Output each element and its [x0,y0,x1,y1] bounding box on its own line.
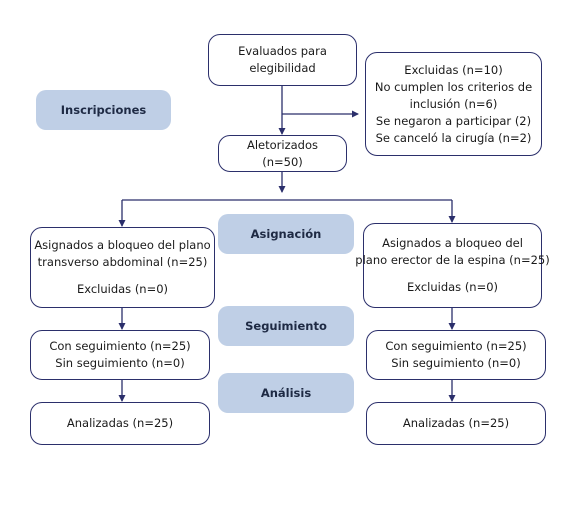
excluidas-inicio-line-2: No cumplen los criterios de [374,79,533,94]
box-evaluados: Evaluados para elegibilidad [208,34,357,86]
asignados-der-line-2: plano erector de la espina (n=25) [355,253,550,267]
stage-label-analisis: Análisis [218,373,354,413]
box-asignados-izquierda: Asignados a bloqueo del plano transverso… [30,227,215,308]
asignados-izq-line-2: transverso abdominal (n=25) [37,255,208,269]
evaluados-line-1: Evaluados para [238,44,327,58]
stage-label-asignacion: Asignación [218,214,354,254]
analizadas-izq-line-1: Analizadas (n=25) [66,416,174,430]
excluidas-inicio-line-5: Se canceló la cirugía (n=2) [375,130,532,145]
stage-label-seguimiento: Seguimiento [218,306,354,346]
aletorizados-line-2: (n=50) [262,154,303,169]
box-aletorizados: Aletorizados (n=50) [218,135,347,172]
asignados-der-line-1: Asignados a bloqueo del [382,236,523,250]
aletorizados-line-1: Aletorizados [246,137,319,152]
seguimiento-izq-line-2: Sin seguimiento (n=0) [55,356,185,370]
seguimiento-izq-line-1: Con seguimiento (n=25) [49,339,191,353]
seguimiento-der-line-2: Sin seguimiento (n=0) [391,356,521,370]
stage-label-inscripciones: Inscripciones [36,90,171,130]
analizadas-der-line-1: Analizadas (n=25) [402,416,510,430]
box-excluidas-inicio: Excluidas (n=10) No cumplen los criterio… [365,52,542,156]
evaluados-line-2: elegibilidad [249,61,316,75]
asignados-der-line-3: Excluidas (n=0) [406,280,499,294]
box-asignados-derecha: Asignados a bloqueo del plano erector de… [355,223,550,308]
seguimiento-der-line-1: Con seguimiento (n=25) [385,339,527,353]
asignados-izq-line-3: Excluidas (n=0) [76,282,169,296]
excluidas-inicio-line-1: Excluidas (n=10) [404,62,503,77]
box-analizadas-derecha: Analizadas (n=25) [366,402,546,445]
box-analizadas-izquierda: Analizadas (n=25) [30,402,210,445]
excluidas-inicio-line-4: Se negaron a participar (2) [375,113,532,128]
excluidas-inicio-line-3: inclusión (n=6) [409,96,498,111]
asignados-izq-line-1: Asignados a bloqueo del plano [34,238,211,252]
box-seguimiento-izquierda: Con seguimiento (n=25) Sin seguimiento (… [30,330,210,380]
box-seguimiento-derecha: Con seguimiento (n=25) Sin seguimiento (… [366,330,546,380]
